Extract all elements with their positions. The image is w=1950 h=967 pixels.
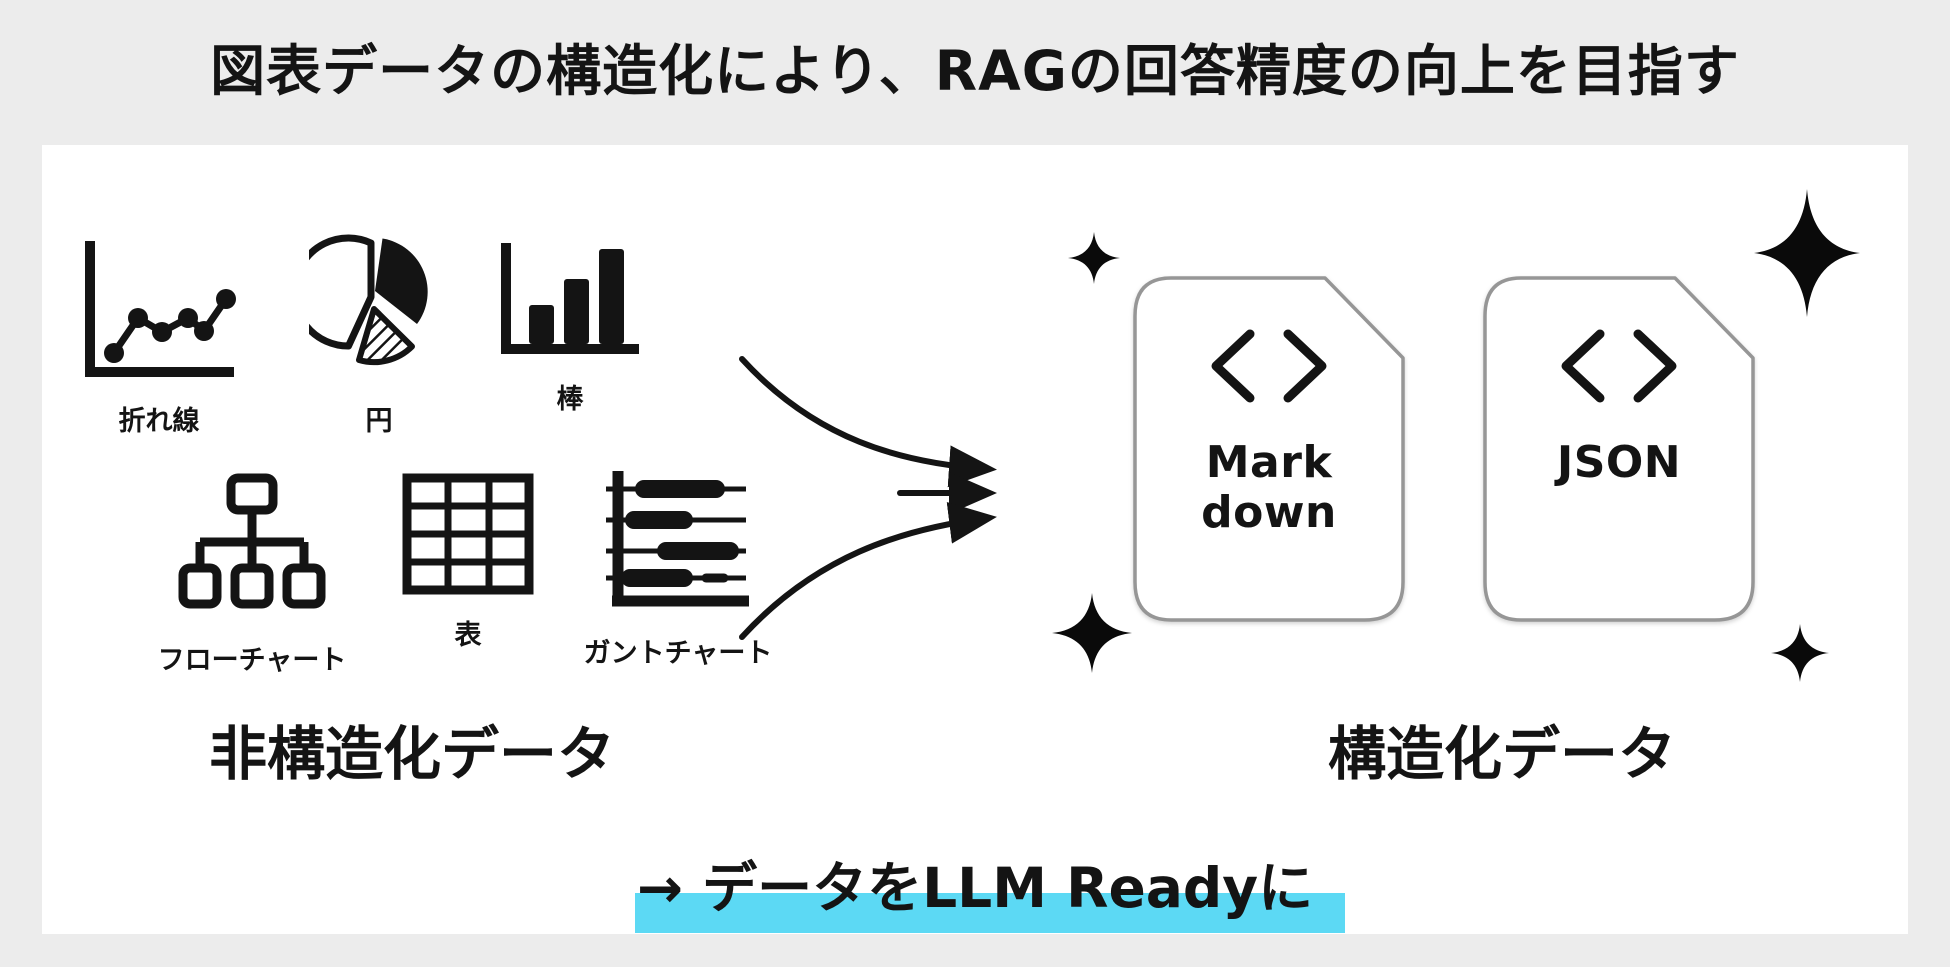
line-chart-label: 折れ線 <box>118 406 200 437</box>
sparkle-icon <box>1771 624 1829 682</box>
table-label: 表 <box>454 620 482 651</box>
pie-chart-icon <box>290 233 449 385</box>
page-title: 図表データの構造化により、RAGの回答精度の向上を目指す <box>210 39 1740 103</box>
bar-chart-icon <box>496 237 644 363</box>
content-card: 折れ線 円 <box>42 145 1908 934</box>
structured-data-label: 構造化データ <box>1327 720 1676 788</box>
gantt-chart-icon <box>602 465 754 617</box>
gantt-chart-item: ガントチャート <box>568 465 788 670</box>
sparkle-icon <box>1052 592 1132 674</box>
llm-ready-callout: → データをLLM Readyに <box>634 843 1346 933</box>
footer: → データをLLM Readyに <box>42 843 1908 933</box>
sparkle-icon <box>1068 231 1120 285</box>
line-chart-item: 折れ線 <box>69 233 249 438</box>
code-brackets-icon <box>1208 328 1330 408</box>
line-chart-icon <box>78 233 240 385</box>
markdown-file-card: Mark down <box>1133 276 1405 622</box>
sparkle-icon <box>1754 189 1860 317</box>
pie-chart-label: 円 <box>365 406 393 437</box>
flowchart-label: フローチャート <box>157 645 347 676</box>
bar-chart-label: 棒 <box>556 384 584 415</box>
flowchart-item: フローチャート <box>142 470 362 677</box>
bar-chart-item: 棒 <box>480 237 660 416</box>
json-file-card: JSON <box>1483 276 1755 622</box>
converging-arrows-icon <box>710 353 1040 647</box>
markdown-file-label: Mark down <box>1201 437 1337 539</box>
table-item: 表 <box>358 473 578 652</box>
cyan-highlight <box>634 893 1346 933</box>
flowchart-icon <box>174 470 330 624</box>
pie-chart-item: 円 <box>289 233 469 438</box>
code-brackets-icon <box>1558 328 1680 408</box>
unstructured-data-label: 非構造化データ <box>208 720 615 788</box>
gantt-chart-label: ガントチャート <box>583 638 773 669</box>
json-file-label: JSON <box>1556 437 1682 488</box>
llm-ready-text: → データをLLM Readyに <box>636 856 1314 920</box>
table-icon <box>402 473 534 599</box>
